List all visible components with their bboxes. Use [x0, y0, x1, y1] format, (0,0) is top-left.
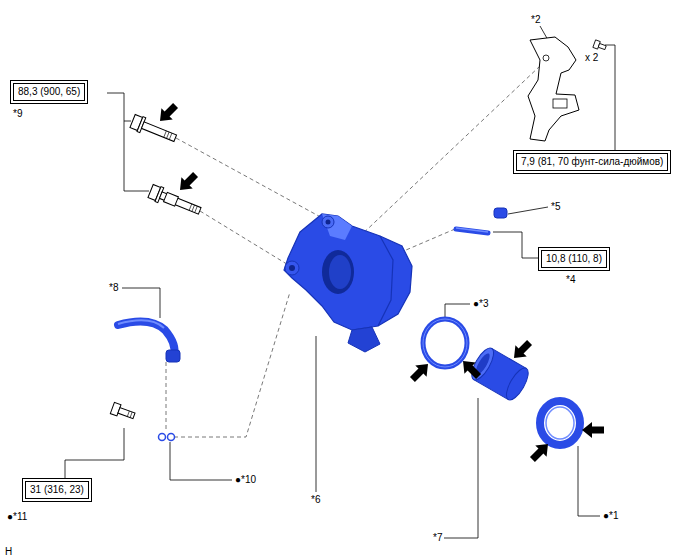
torque-box: 10,8 (110, 8)	[538, 247, 610, 271]
piston-seal	[423, 319, 467, 367]
bolt-part	[148, 184, 203, 219]
leader-lines	[65, 26, 615, 538]
torque-box: 31 (316, 23)	[22, 478, 92, 502]
torque-value: 10,8 (110, 8)	[541, 250, 607, 268]
piston-seal-edge	[423, 319, 467, 367]
piston-boot	[540, 401, 580, 445]
bracket-part	[528, 37, 579, 141]
callout-number: ●*3	[472, 298, 490, 310]
torque-value: 7,9 (81, 70 фунт-сила-дюймов)	[516, 153, 668, 171]
callout-number: *6	[310, 494, 321, 506]
callout-number: *8	[108, 282, 119, 294]
callout-number: ●*1	[602, 510, 620, 522]
gasket-part	[159, 434, 175, 441]
callout-number: H	[4, 546, 13, 558]
callout-number: *2	[530, 14, 541, 26]
callout-number: x 2	[584, 52, 599, 64]
torque-box: 7,9 (81, 70 фунт-сила-дюймов)	[513, 150, 671, 174]
callout-number: *4	[565, 274, 576, 286]
bleeder-cap	[494, 208, 507, 218]
callout-number: ●*11	[6, 511, 28, 523]
brake-hose	[118, 320, 180, 362]
screw-part	[593, 40, 607, 52]
callout-number: *5	[550, 201, 561, 213]
torque-box: 88,3 (900, 65)	[10, 80, 88, 104]
union-bolt	[110, 402, 136, 421]
bleeder-plug	[456, 228, 488, 233]
callout-number: *7	[432, 532, 443, 544]
callout-number: *9	[12, 108, 23, 120]
assembly-lines	[166, 66, 540, 437]
caliper-body	[284, 214, 412, 352]
torque-value: 88,3 (900, 65)	[13, 83, 85, 101]
torque-value: 31 (316, 23)	[25, 481, 89, 499]
callout-number: ●*10	[234, 474, 257, 486]
